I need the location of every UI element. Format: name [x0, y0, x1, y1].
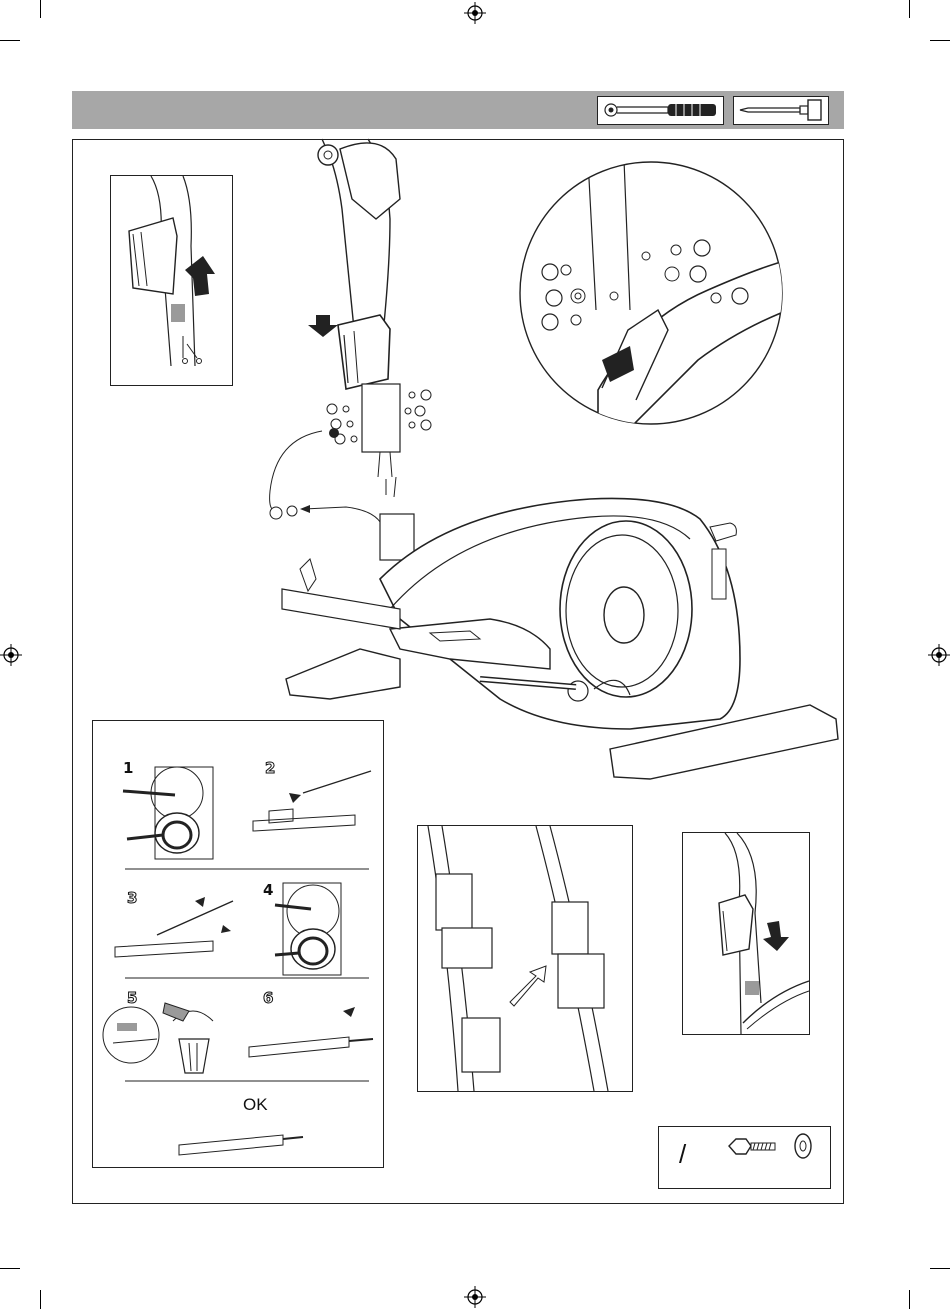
registration-mark-top: [464, 2, 486, 24]
registration-mark-bottom: [464, 1286, 486, 1308]
tool-screwdriver-box: [733, 96, 829, 125]
cable-connector-panel: [417, 825, 633, 1092]
ok-label: OK: [243, 1095, 268, 1115]
shroud-slide-up-drawing: [111, 176, 232, 385]
cable-connector-drawing: [418, 826, 632, 1091]
step-number-4: 4: [263, 881, 273, 899]
shroud-slide-down-drawing: [683, 833, 809, 1034]
washer-icon: [792, 1131, 816, 1163]
replacement-steps-drawing: [93, 721, 383, 1167]
bolt-group-right: [405, 390, 431, 430]
crop-mark: [0, 40, 20, 41]
registration-mark-right: [928, 644, 950, 666]
inset-shroud-slide-up: [110, 175, 233, 386]
step-number-2: 2: [265, 759, 275, 777]
screwdriver-icon: [734, 97, 828, 124]
push-down-arrow-icon: [308, 315, 338, 337]
header-bar: [72, 91, 844, 129]
step-number-5: 5: [127, 989, 137, 1007]
insert-arrow-icon: [289, 793, 301, 803]
registration-mark-left: [0, 644, 22, 666]
bolt-group-left: [327, 404, 357, 444]
hardware-box: /: [658, 1126, 831, 1189]
step-number-6: 6: [263, 989, 273, 1007]
push-down-arrow-icon: [763, 921, 789, 951]
step-number-3: 3: [127, 889, 137, 907]
step-number-1: 1: [123, 759, 133, 777]
crop-mark: [40, 1290, 41, 1309]
bolt-detail-zoom-circle: [518, 160, 784, 426]
inset-shroud-slide-down: [682, 832, 810, 1035]
allen-wrench-icon: [598, 97, 723, 124]
crop-mark: [909, 0, 910, 18]
crop-mark: [0, 1268, 20, 1269]
replacement-steps-panel: 1 2 3 4 5 6 OK: [92, 720, 384, 1168]
bolt-icon: [729, 1135, 779, 1179]
hardware-quantity-text: /: [679, 1139, 686, 1170]
push-up-arrow-icon: [185, 256, 215, 296]
crop-mark: [909, 1290, 910, 1309]
tool-allen-wrench-box: [597, 96, 724, 125]
crop-mark: [930, 1268, 950, 1269]
crop-mark: [930, 40, 950, 41]
crop-mark: [40, 0, 41, 18]
